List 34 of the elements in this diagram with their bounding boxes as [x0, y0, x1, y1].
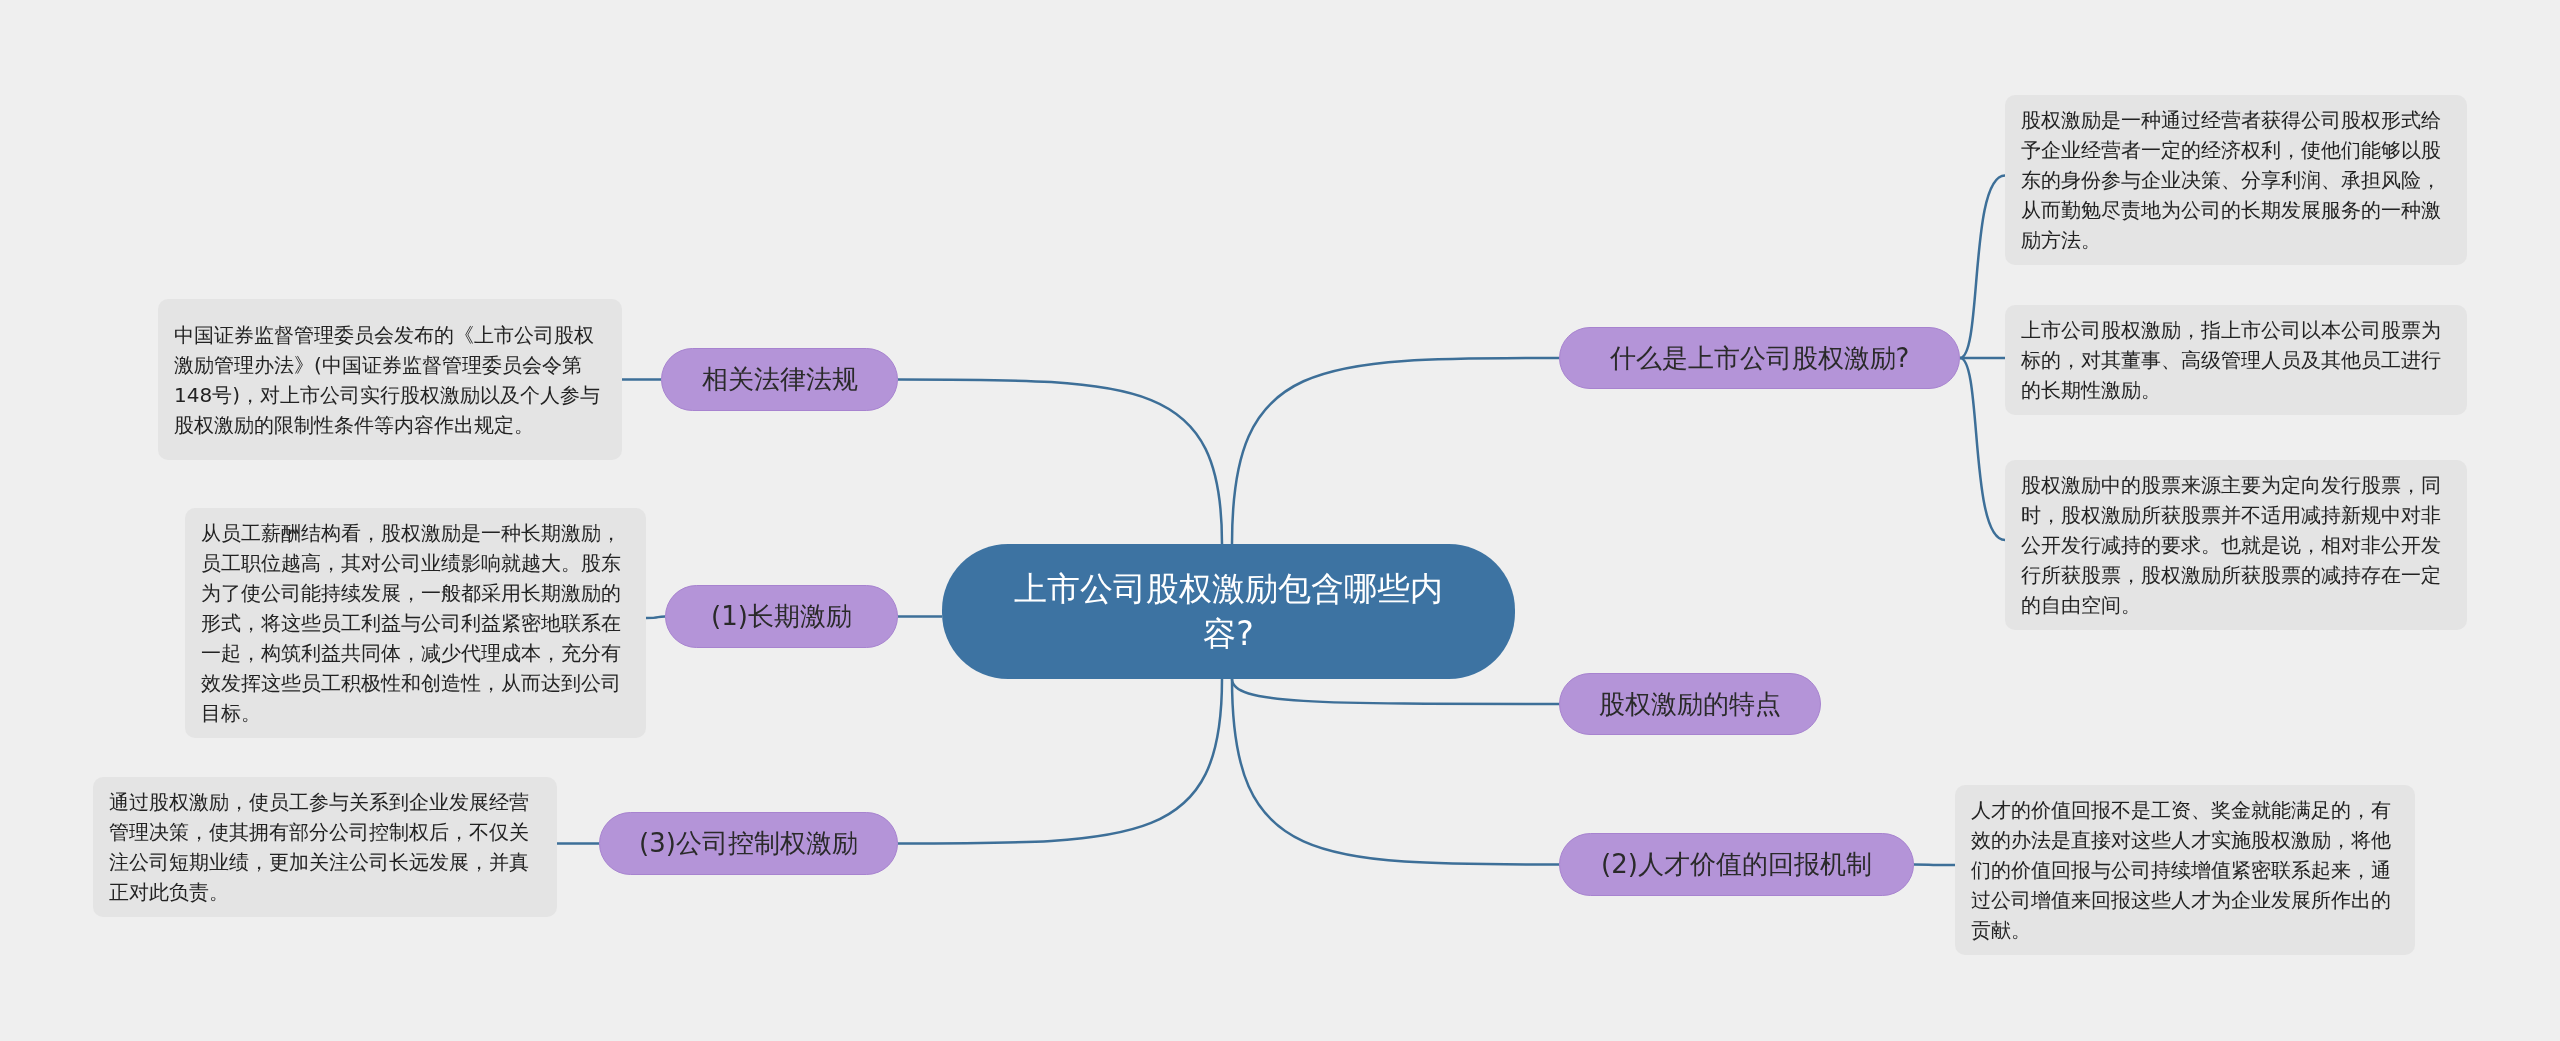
connector-line — [1914, 863, 1955, 867]
note-card — [1955, 785, 2415, 955]
connector-line — [622, 378, 661, 381]
node-text: (1)长期激励 — [711, 600, 852, 633]
note-card — [185, 508, 646, 738]
node-text: 什么是上市公司股权激励? — [1609, 341, 1910, 375]
node-text: 从员工薪酬结构看，股权激励是一种长期激励，员工职位越高，其对公司业绩影响就越大。股东为了使公司能持续发展，一般都采用长期激励的形式，将这些员工利益与公司利益紧密地联系在一起，构筑利益共同体，减少代理成本，充分有效发挥这些员工积极性和创造性，从而达到公司目标。 — [201, 520, 622, 727]
connector-line — [898, 378, 1224, 545]
connector-line — [557, 842, 599, 845]
connector-line — [1959, 357, 2006, 542]
node-text: 股权激励的特点 — [1599, 687, 1781, 721]
node-text: (3)公司控制权激励 — [639, 827, 858, 860]
node-text: (2)人才价值的回报机制 — [1601, 848, 1872, 881]
connector-line — [646, 615, 666, 620]
connector-line — [898, 678, 1224, 845]
connector-line — [898, 615, 942, 618]
connector-line — [1959, 174, 2006, 359]
node-text: 上市公司股权激励，指上市公司以本公司股票为标的，对其董事、高级管理人员及其他员工进行的长期性激励。 — [2021, 317, 2442, 404]
node-text: 相关法律法规 — [701, 363, 858, 396]
node-text: 通过股权激励，使员工参与关系到企业发展经营管理决策，使其拥有部分公司控制权后，不仅关注公司短期业绩，更加关注公司长远发展，并真正对此负责。 — [109, 789, 530, 906]
node-text: 中国证券监督管理委员会发布的《上市公司股权激励管理办法》(中国证券监督管理委员会令第148号)，对上市公司实行股权激励以及个人参与股权激励的限制性条件等内容作出规定。 — [174, 321, 601, 439]
note-card — [2005, 460, 2467, 630]
connector-line — [1230, 678, 1559, 866]
connector-line — [1960, 356, 2005, 360]
node-text: 股权激励中的股票来源主要为定向发行股票，同时，股权激励所获股票并不适用减持新规中对非公开发行减持的要求。也就是说，相对非公开发行所获股票，股权激励所获股票的减持存在一定的自由空间。 — [2021, 472, 2442, 619]
connector-line — [1230, 678, 1559, 706]
note-card — [158, 299, 622, 460]
connector-line — [1230, 356, 1559, 545]
node-text: 人才的价值回报不是工资、奖金就能满足的，有效的办法是直接对这些人才实施股权激励，将他们的价值回报与公司持续增值紧密联系起来，通过公司增值来回报这些人才为企业发展所作出的贡献。 — [1971, 797, 2392, 944]
note-card — [2005, 305, 2467, 415]
node-text: 上市公司股权激励包含哪些内容? — [1013, 567, 1444, 655]
node-text: 股权激励是一种通过经营者获得公司股权形式给予企业经营者一定的经济权利，使他们能够以股东的身份参与企业决策、分享利润、承担风险，从而勤勉尽责地为公司的长期发展服务的一种激励方法。 — [2021, 107, 2442, 254]
note-card — [93, 777, 557, 917]
note-card — [2005, 95, 2467, 265]
